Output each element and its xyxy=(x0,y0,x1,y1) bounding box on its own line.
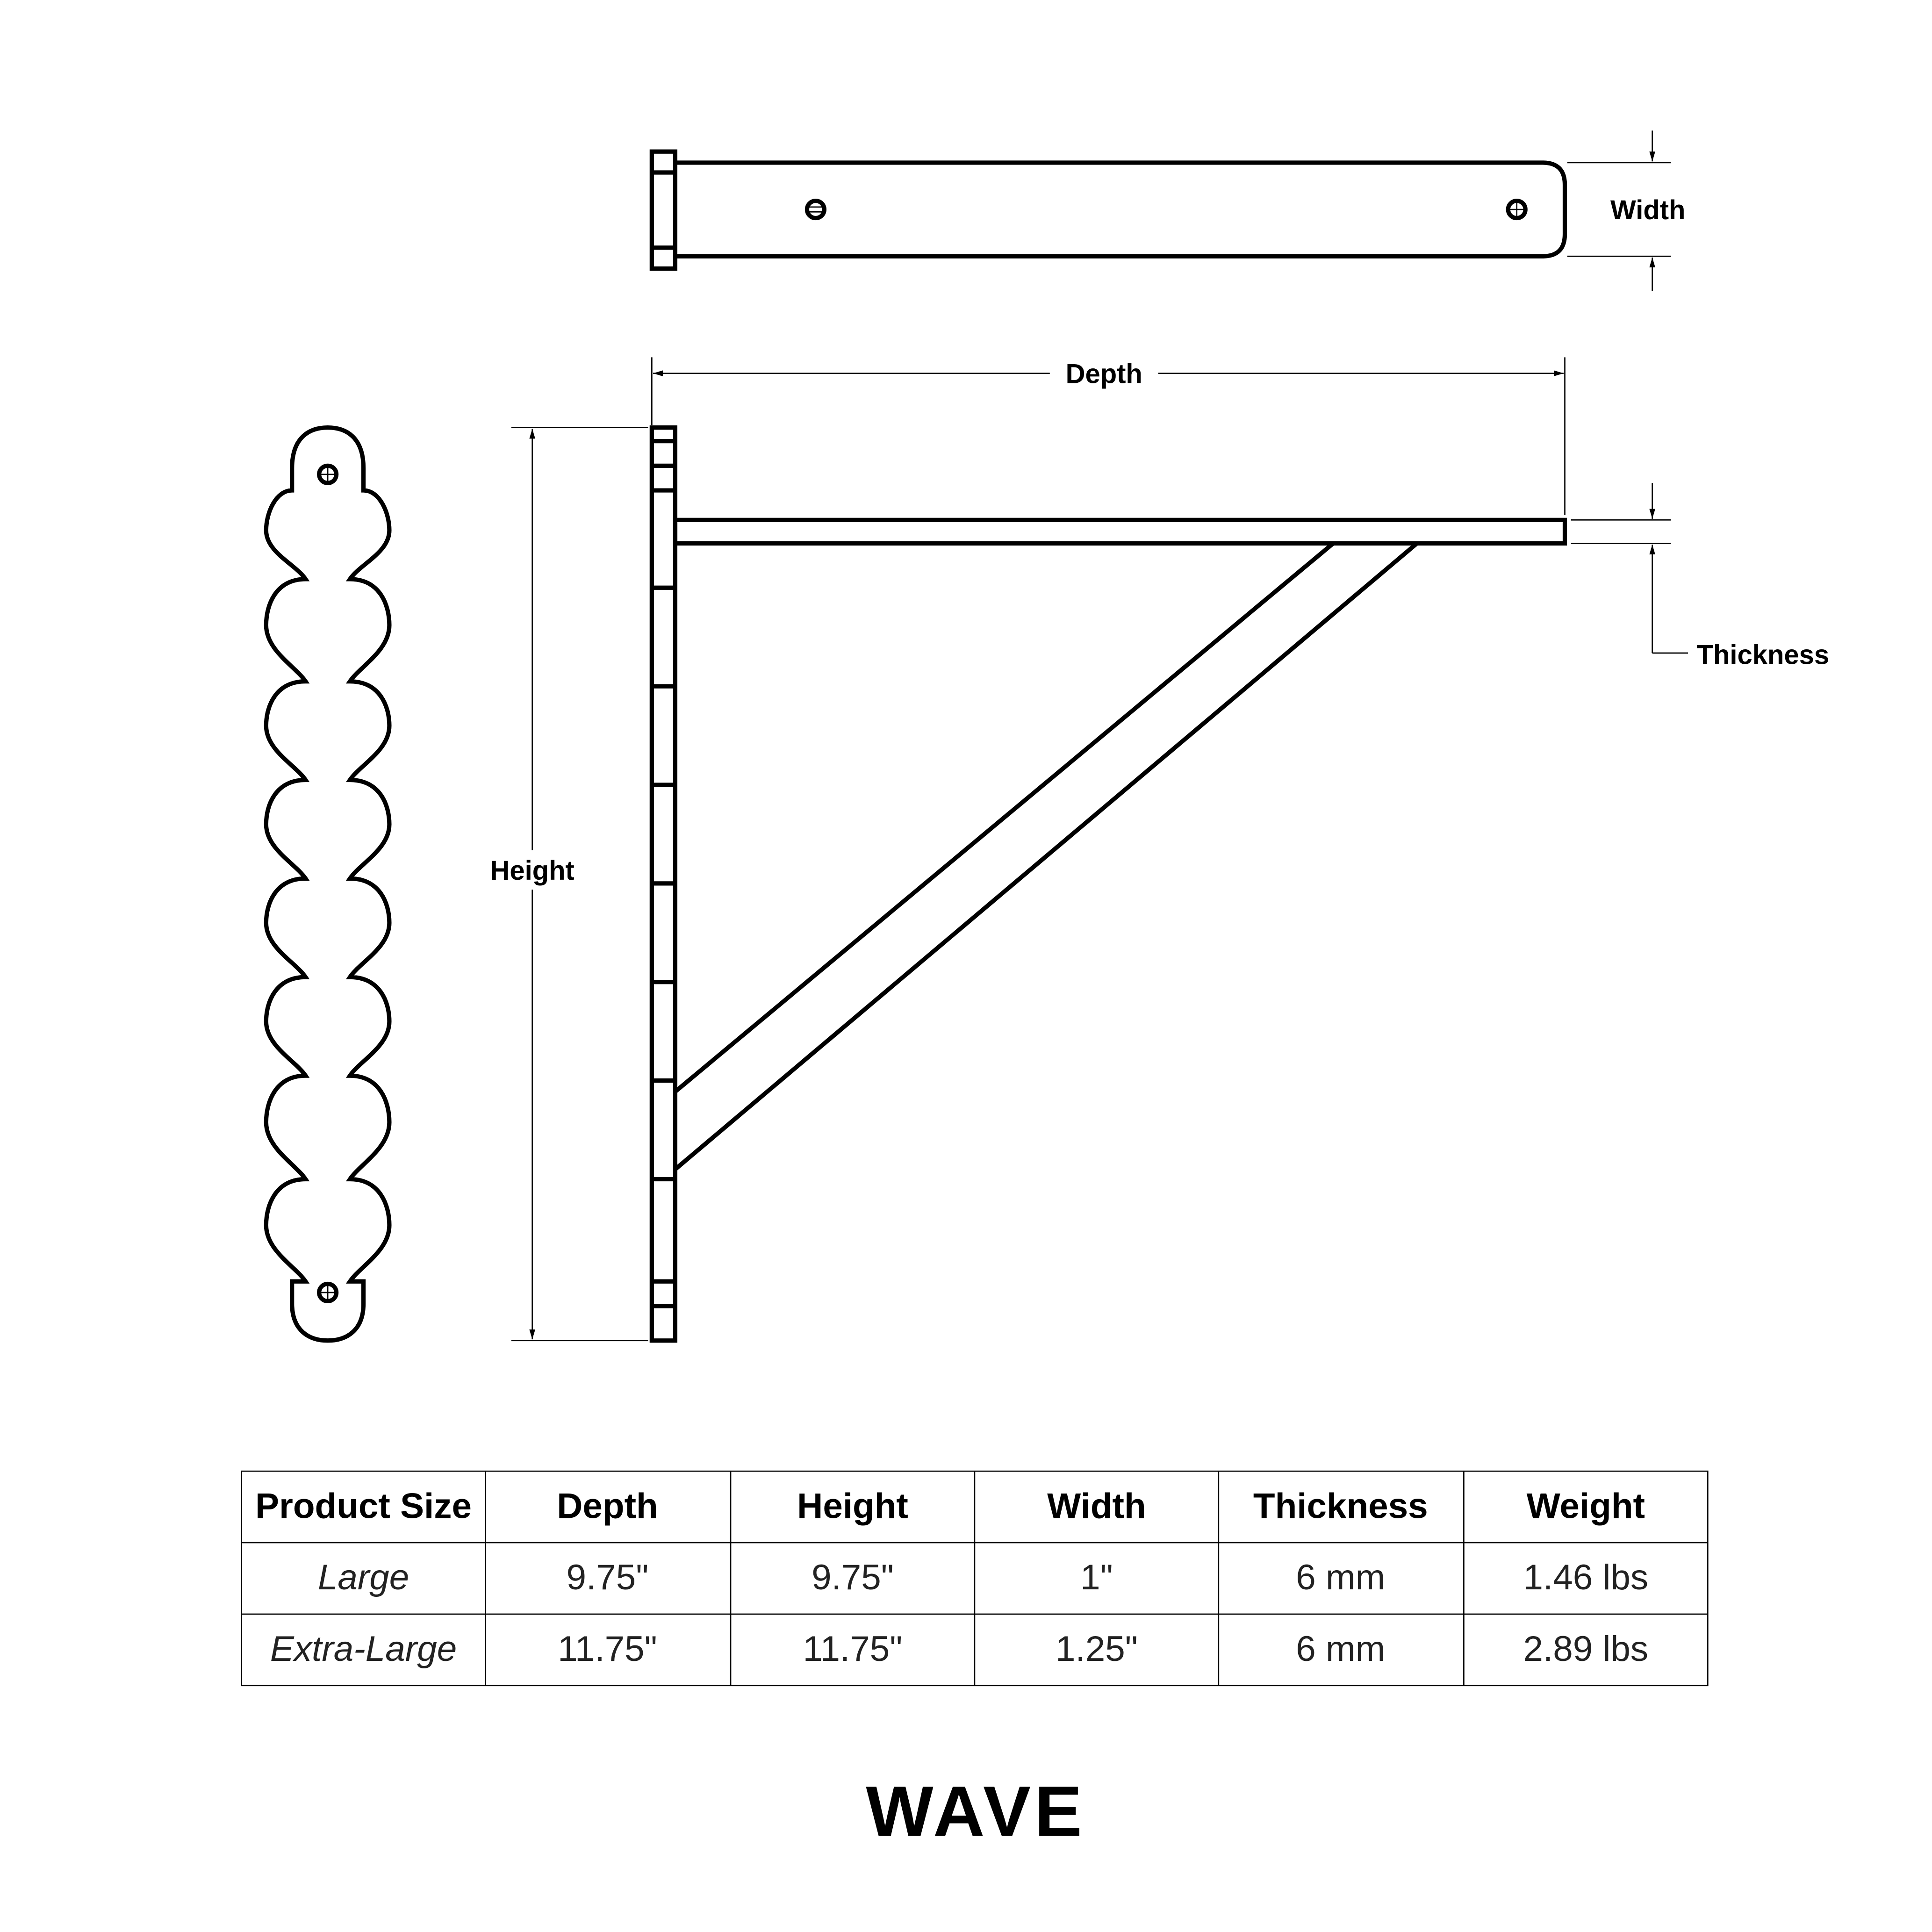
cell-thickness: 6 mm xyxy=(1296,1629,1385,1669)
table-row: Large 9.75" 9.75" 1" 6 mm 1.46 lbs xyxy=(318,1558,1648,1597)
width-label: Width xyxy=(1610,195,1685,225)
header-weight: Weight xyxy=(1527,1486,1645,1526)
thickness-label: Thickness xyxy=(1697,640,1830,670)
screw-hole-icon xyxy=(1506,199,1528,221)
screw-hole-icon xyxy=(317,463,339,485)
cell-size: Large xyxy=(318,1558,409,1597)
cell-depth: 11.75" xyxy=(558,1629,657,1669)
height-dimension: Height xyxy=(490,427,648,1342)
product-title: WAVE xyxy=(866,1772,1085,1851)
depth-dimension: Depth xyxy=(651,357,1566,515)
depth-label: Depth xyxy=(1066,359,1142,389)
cell-thickness: 6 mm xyxy=(1296,1558,1385,1597)
cell-size: Extra-Large xyxy=(270,1629,457,1669)
header-height: Height xyxy=(797,1486,908,1526)
cell-width: 1.25" xyxy=(1056,1629,1138,1669)
header-product-size: Product Size xyxy=(255,1486,472,1526)
side-view xyxy=(649,425,1567,1343)
cell-weight: 1.46 lbs xyxy=(1523,1558,1648,1597)
screw-hole-icon xyxy=(317,1281,339,1304)
header-width: Width xyxy=(1047,1486,1146,1526)
height-label: Height xyxy=(490,856,575,886)
cell-width: 1" xyxy=(1080,1558,1113,1597)
header-thickness: Thickness xyxy=(1253,1486,1428,1526)
top-view xyxy=(649,149,1567,271)
cell-depth: 9.75" xyxy=(567,1558,649,1597)
cell-height: 9.75" xyxy=(812,1558,894,1597)
table-row: Extra-Large 11.75" 11.75" 1.25" 6 mm 2.8… xyxy=(270,1629,1648,1669)
cell-weight: 2.89 lbs xyxy=(1523,1629,1648,1669)
screw-hole-icon xyxy=(804,199,826,221)
size-table: Product Size Depth Height Width Thicknes… xyxy=(241,1470,1709,1687)
cell-height: 11.75" xyxy=(803,1629,903,1669)
table-header-row: Product Size Depth Height Width Thicknes… xyxy=(255,1486,1645,1526)
thickness-dimension: Thickness xyxy=(1571,483,1829,670)
header-depth: Depth xyxy=(557,1486,658,1526)
front-view-wave-plate xyxy=(264,425,392,1343)
width-dimension: Width xyxy=(1567,130,1685,291)
